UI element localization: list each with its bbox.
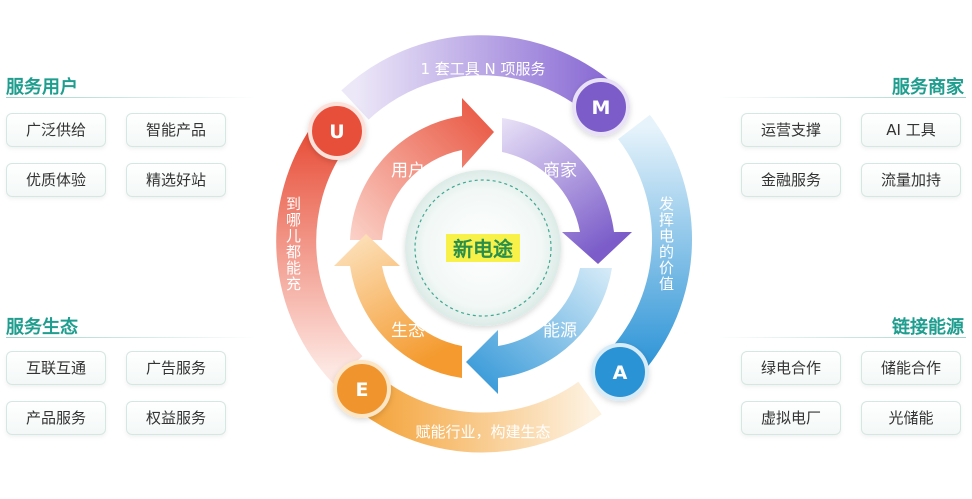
- chip-broad-supply: 广泛供给: [6, 113, 106, 147]
- chip-storage-cooperation: 储能合作: [861, 351, 961, 385]
- segment-label-ecology: 生态: [391, 321, 425, 341]
- chip-solar-storage: 光储能: [861, 401, 961, 435]
- outer-ring-left: [276, 123, 363, 384]
- panel-title: 链接能源: [892, 317, 964, 338]
- badge-m: M: [572, 78, 630, 136]
- center-label: 新电途: [453, 237, 514, 261]
- inner-segment-users: [350, 98, 494, 240]
- divider: [716, 97, 966, 98]
- outer-text-left: 到哪儿都能充: [284, 196, 302, 292]
- panel-title: 服务用户: [6, 77, 78, 98]
- chip-operations-support: 运营支撑: [741, 113, 841, 147]
- chip-virtual-power-plant: 虚拟电厂: [741, 401, 841, 435]
- center-dashed-ring: [414, 179, 552, 317]
- chip-ad-services: 广告服务: [126, 351, 226, 385]
- chip-selected-stations: 精选好站: [126, 163, 226, 197]
- badge-a: A: [591, 343, 649, 401]
- chip-ai-tools: AI 工具: [861, 113, 961, 147]
- inner-segment-merchants: [502, 118, 632, 264]
- outer-text-right: 发挥电的价值: [657, 196, 675, 292]
- segment-label-energy: 能源: [543, 321, 577, 341]
- divider: [6, 97, 256, 98]
- inner-segment-energy: [466, 268, 612, 394]
- chip-smart-products: 智能产品: [126, 113, 226, 147]
- outer-ring-top: [341, 35, 616, 120]
- inner-segment-ecology: [334, 234, 462, 378]
- chip-quality-experience: 优质体验: [6, 163, 106, 197]
- outer-text-bottom: 赋能行业，构建生态: [415, 423, 550, 441]
- chip-interconnection: 互联互通: [6, 351, 106, 385]
- outer-ring-bottom: [360, 379, 602, 453]
- badge-a-label: A: [613, 362, 628, 384]
- divider: [716, 337, 966, 338]
- panel-title: 服务生态: [6, 317, 78, 338]
- chip-green-power: 绿电合作: [741, 351, 841, 385]
- badge-u: U: [308, 102, 366, 160]
- outer-ring-right: [603, 114, 693, 385]
- badge-e: E: [333, 360, 391, 418]
- chip-rights-services: 权益服务: [126, 401, 226, 435]
- divider: [6, 337, 256, 338]
- badge-u-label: U: [329, 121, 344, 143]
- chip-product-services: 产品服务: [6, 401, 106, 435]
- badge-m-label: M: [592, 97, 611, 119]
- badge-e-label: E: [356, 379, 369, 401]
- outer-text-top: 1 套工具 N 项服务: [420, 60, 545, 78]
- panel-title: 服务商家: [892, 77, 964, 98]
- chip-financial-services: 金融服务: [741, 163, 841, 197]
- segment-label-users: 用户: [391, 161, 425, 181]
- center-highlight: [446, 234, 520, 262]
- segment-label-merchants: 商家: [543, 161, 577, 181]
- chip-traffic-boost: 流量加持: [861, 163, 961, 197]
